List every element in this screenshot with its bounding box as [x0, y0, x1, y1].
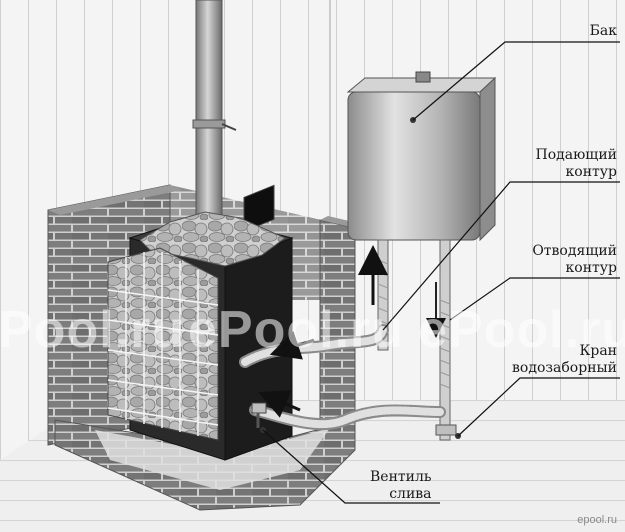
watermark-left: Pool.ru: [0, 301, 185, 359]
leader-tap: [457, 377, 620, 437]
chimney-pipe: [195, 0, 223, 226]
flow-arrow-return: [258, 390, 301, 418]
hearth-floor: [95, 428, 330, 490]
left-wall-top: [48, 185, 182, 215]
leader-tank: [412, 41, 620, 121]
drain-valve: [251, 402, 267, 414]
water-tank: [347, 91, 481, 241]
label-tank: Бак: [589, 23, 617, 39]
leader-supply: [382, 181, 620, 331]
chimney-damper: [192, 119, 226, 129]
watermark-right: ePool.ru: [418, 301, 625, 359]
leader-return: [449, 277, 620, 321]
supply-riser: [377, 239, 389, 351]
watermark-center: ePool.ru: [188, 301, 405, 359]
cage-grid: [107, 252, 219, 436]
stove-door: [243, 184, 275, 233]
leader-lines: [262, 41, 620, 504]
leader-valve: [262, 429, 440, 504]
tank-lid-knob: [415, 71, 431, 83]
water-tap: [435, 424, 457, 436]
damper-handle: [221, 123, 237, 131]
tank-side: [479, 76, 496, 242]
corner-watermark: epool.ru: [577, 514, 617, 526]
flow-arrow-supply: [269, 331, 315, 360]
